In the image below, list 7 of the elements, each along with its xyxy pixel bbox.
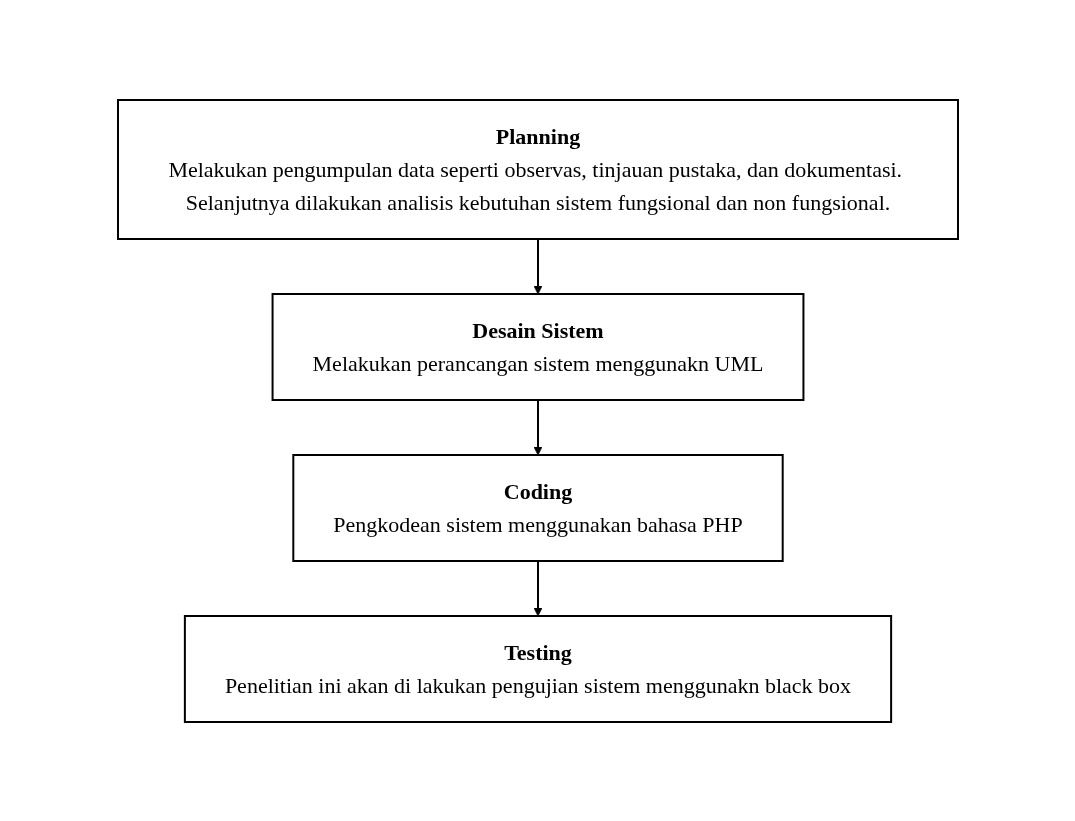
node-box: Testing Penelitian ini akan di lakukan pengujian sistem menggunakn black box (183, 614, 892, 723)
node-box: Desain Sistem Melakukan perancangan sistem menggunakn UML (271, 292, 804, 401)
arrow (533, 398, 542, 455)
arrow (533, 237, 542, 294)
node-box: Planning Melakukan pengumpulan data seperti observas, tinjauan pustaka, dan dokumentasi. Selanjutnya dilakukan analisis kebutuhan sistem fungsional dan non fungsional. (116, 98, 959, 240)
arrow (533, 559, 542, 616)
node-box: Coding Pengkodean sistem menggunakan bahasa PHP (291, 453, 784, 562)
